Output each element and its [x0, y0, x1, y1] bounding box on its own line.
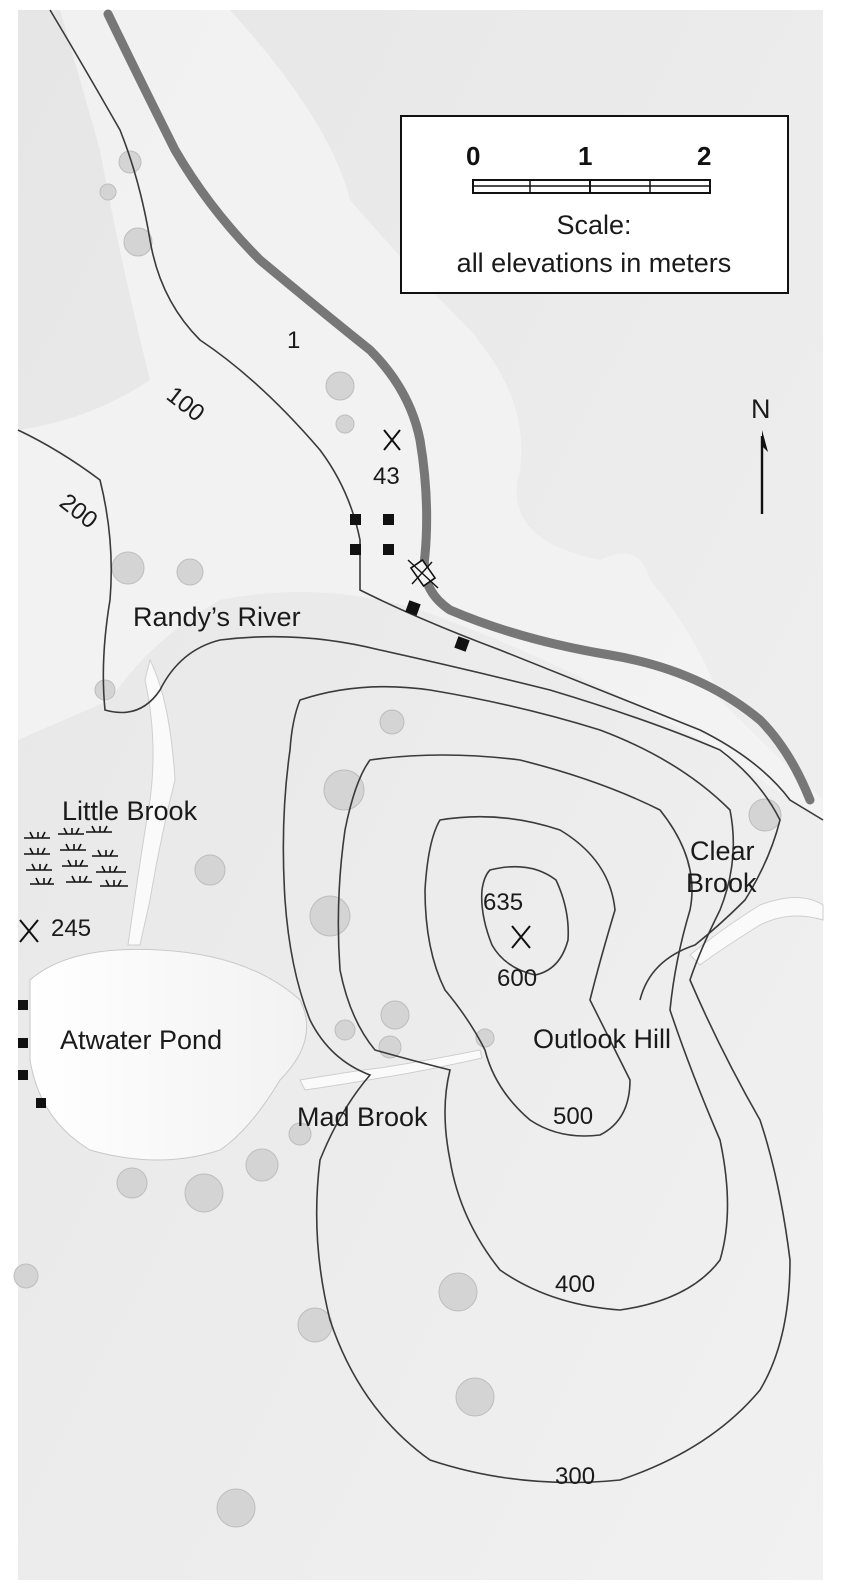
buildings [18, 514, 470, 1108]
spot-height-label-635: 635 [483, 889, 523, 916]
scale-tick-1: 1 [578, 141, 592, 171]
label-mad-brook: Mad Brook [297, 1102, 428, 1132]
label-little-brook: Little Brook [62, 796, 198, 826]
contour-line-100 [17, 429, 781, 1001]
contour-line-300 [337, 754, 729, 1311]
contour-label-1: 1 [287, 327, 300, 354]
mad-brook-channel [299, 1049, 483, 1091]
contour-line-1 [49, 9, 824, 821]
bridge [407, 558, 439, 589]
marsh-symbol [24, 825, 128, 887]
little-brook-channel [127, 658, 176, 946]
scale-caption-line1: Scale: [556, 210, 631, 240]
label-randys-river: Randy’s River [133, 602, 301, 632]
atwater-pond [29, 948, 308, 1161]
north-arrow: N [751, 394, 771, 514]
randys-river [103, 9, 815, 805]
spot-height-marker-635 [511, 925, 531, 949]
contour-label-300: 300 [555, 1463, 595, 1490]
spot-height-label-43: 43 [373, 463, 400, 490]
contour-label-600: 600 [497, 965, 537, 992]
scale-tick-2: 2 [697, 141, 711, 171]
contour-label-400: 400 [555, 1271, 595, 1298]
label-outlook-hill: Outlook Hill [533, 1024, 671, 1054]
scale-legend: 0 1 2 Scale: all elevations in meters [400, 115, 789, 294]
north-label: N [751, 394, 771, 424]
spot-height-marker-245 [19, 919, 39, 943]
spot-height-label-245: 245 [51, 915, 91, 942]
label-clear-brook-line1: Clear [690, 836, 755, 866]
scale-caption-line2: all elevations in meters [457, 248, 732, 278]
contour-line-500 [480, 865, 570, 976]
contour-line-400 [424, 815, 631, 1137]
contour-line-200 [282, 685, 791, 1484]
scale-tick-0: 0 [466, 141, 480, 171]
boulders [13, 150, 782, 1528]
scale-legend-box [400, 115, 789, 294]
north-arrow-head-icon [762, 430, 768, 452]
clear-brook-channel [689, 897, 824, 966]
spot-height-marker-43 [383, 429, 401, 451]
label-clear-brook-line2: Brook [686, 868, 757, 898]
contour-label-500: 500 [553, 1103, 593, 1130]
label-atwater-pond: Atwater Pond [60, 1025, 222, 1055]
